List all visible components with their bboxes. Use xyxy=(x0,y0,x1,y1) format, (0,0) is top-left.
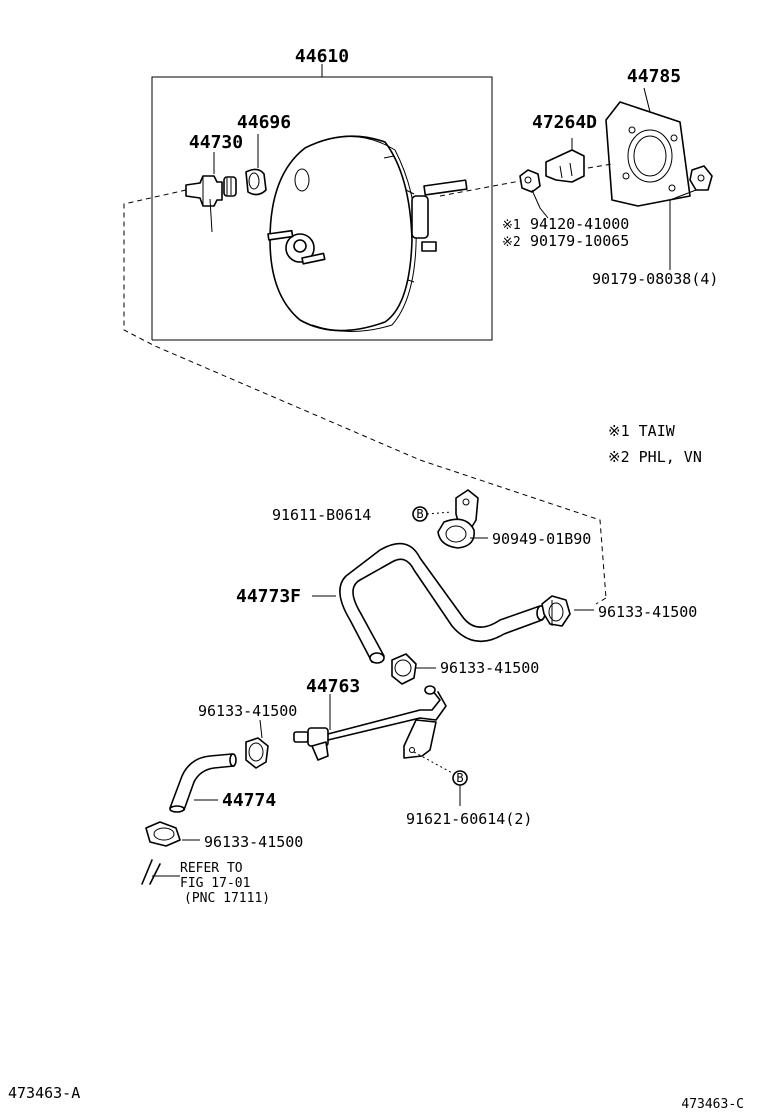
label-44610: 44610 xyxy=(295,46,349,67)
connection-lines xyxy=(123,163,613,605)
label-96133-41500-left: 96133-41500 xyxy=(198,702,297,720)
mark-1: ※1 xyxy=(502,218,521,233)
hose-clip-bottom-icon xyxy=(145,821,181,847)
booster-assembly-frame xyxy=(151,64,493,341)
callout-b-bottom xyxy=(413,751,468,806)
hose-clip-right-icon xyxy=(541,595,571,627)
clevis-yoke-icon xyxy=(545,138,585,183)
legend-note-2: ※2 PHL, VN xyxy=(608,448,702,466)
reference-line-3: (PNC 17111) xyxy=(184,891,270,906)
label-47264d: 47264D xyxy=(532,112,597,133)
label-90179-08038: 90179-08038(4) xyxy=(592,270,718,288)
label-90949-01b90: 90949-01B90 xyxy=(492,530,591,548)
reference-line-2: FIG 17-01 xyxy=(180,876,250,891)
mark-2: ※2 xyxy=(502,235,521,250)
hose-clip-center-icon xyxy=(391,653,417,685)
label-96133-41500-right: 96133-41500 xyxy=(598,603,697,621)
label-44773f: 44773F xyxy=(236,586,301,607)
callout-b-top xyxy=(412,506,453,522)
footer-code-right: 473463-C xyxy=(681,1097,744,1112)
hose-clamp-icon xyxy=(437,518,475,549)
reference-line-1: REFER TO xyxy=(180,861,243,876)
label-91611-b0614: 91611-B0614 xyxy=(272,506,371,524)
footer-code-left: 473463-A xyxy=(8,1084,80,1102)
hose-clip-left-icon xyxy=(245,737,269,769)
label-44696: 44696 xyxy=(237,112,291,133)
vacuum-pipe-icon xyxy=(293,685,447,761)
gasket-icon xyxy=(605,87,691,207)
vacuum-hose-icon xyxy=(339,542,546,664)
grommet-icon xyxy=(245,168,267,196)
leader-lines xyxy=(182,134,594,841)
legend-note-1: ※1 TAIW xyxy=(608,422,676,440)
label-96133-41500-bottom: 96133-41500 xyxy=(204,833,303,851)
nut-icon xyxy=(519,169,541,193)
mount-nut-icon xyxy=(669,165,713,270)
label-44730: 44730 xyxy=(189,132,243,153)
label-44774: 44774 xyxy=(222,790,276,811)
label-44785: 44785 xyxy=(627,66,681,87)
label-44763: 44763 xyxy=(306,676,360,697)
check-valve-icon xyxy=(185,175,237,233)
label-94120-41000: 94120-41000 xyxy=(530,215,629,233)
brake-booster-icon xyxy=(267,135,468,332)
callout-b-top-letter: B xyxy=(416,507,423,521)
label-91621-60614: 91621-60614(2) xyxy=(406,810,532,828)
label-96133-41500-center: 96133-41500 xyxy=(440,659,539,677)
lower-hose-icon xyxy=(169,753,237,813)
callout-b-bottom-letter: B xyxy=(456,771,463,785)
reference-arrow-icon xyxy=(141,859,180,885)
label-90179-10065: 90179-10065 xyxy=(530,232,629,250)
